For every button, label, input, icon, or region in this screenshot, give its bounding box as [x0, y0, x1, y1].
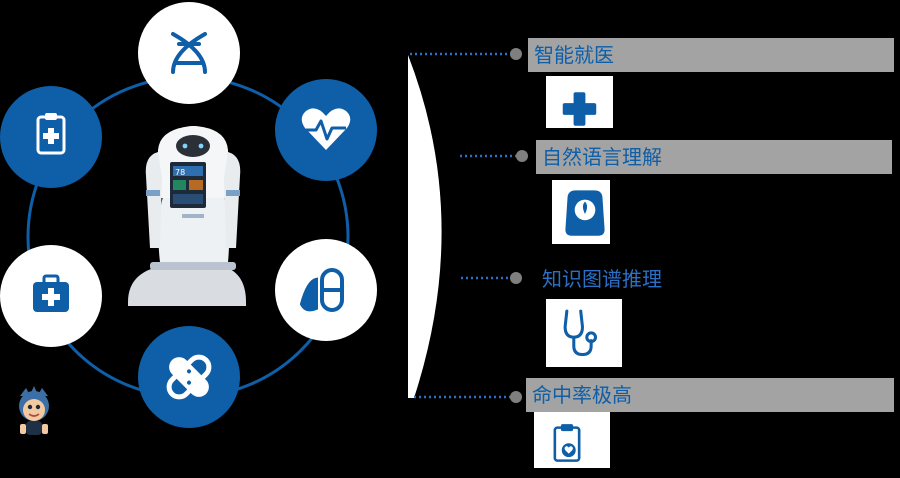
feature-label-nlu: 自然语言理解	[536, 140, 892, 174]
feature-dot-4	[510, 391, 522, 403]
feature-label-hit-rate: 命中率极高	[526, 378, 894, 412]
feature-tile-1	[546, 76, 613, 128]
weight-scale-icon	[565, 190, 605, 236]
bandage-icon	[166, 354, 212, 400]
stethoscope-icon	[563, 309, 598, 357]
dna-icon	[171, 32, 207, 74]
medical-robot-image: 78	[128, 126, 246, 306]
hub-clipboard	[0, 86, 102, 188]
feature-tile-3	[546, 299, 622, 367]
feature-dot-2	[516, 150, 528, 162]
medical-cross-icon	[562, 92, 597, 126]
feature-dot-3	[510, 272, 522, 284]
feature-label-smart-care: 智能就医	[528, 38, 894, 72]
feature-dot-1	[510, 48, 522, 60]
pills-icon	[299, 268, 344, 312]
robot-screen-reading: 78	[175, 168, 185, 177]
heart-pulse-icon	[301, 108, 351, 150]
hub-first-aid	[0, 245, 102, 347]
feature-tile-2	[552, 180, 610, 244]
hub-heart	[275, 79, 377, 181]
hub-bandage	[138, 326, 240, 428]
hub-dna	[138, 2, 240, 104]
clipboard-heart-icon	[553, 424, 581, 462]
hub-pills	[275, 239, 377, 341]
clipboard-plus-icon	[36, 113, 66, 155]
bracket-shape	[408, 55, 442, 398]
feature-label-knowledge-graph: 知识图谱推理	[542, 267, 662, 291]
feature-tile-4	[534, 412, 610, 468]
mascot-logo	[19, 386, 49, 435]
first-aid-kit-icon	[33, 274, 69, 312]
